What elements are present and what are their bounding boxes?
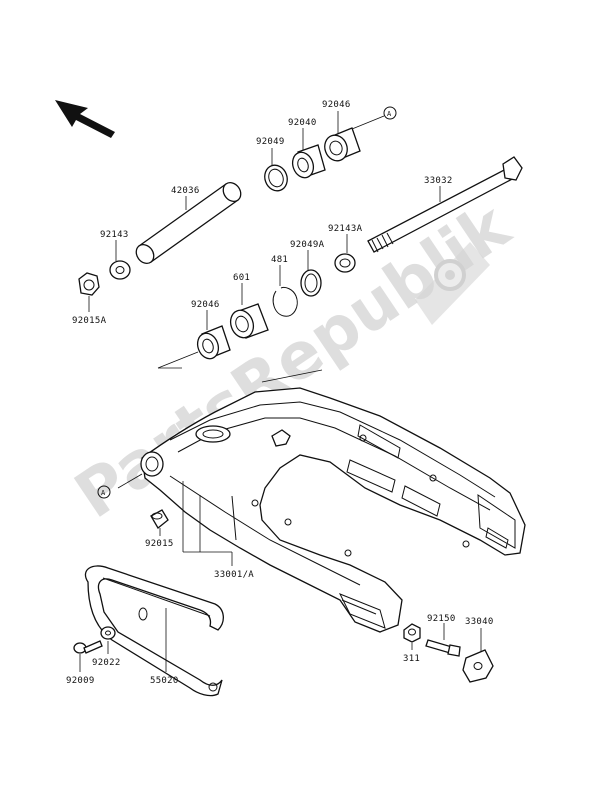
part-601-bearing [229, 303, 269, 339]
callout-92009: 92009 [66, 676, 95, 686]
callout-33040: 33040 [465, 617, 494, 627]
part-92049-ring [264, 164, 288, 192]
leader-lines [79, 111, 482, 672]
callout-481: 481 [271, 255, 288, 265]
part-311-nut [403, 623, 421, 643]
callout-92049a: 92049A [290, 240, 325, 250]
part-92040-bearing [291, 144, 326, 179]
callout-42036: 42036 [171, 186, 200, 196]
callout-92150: 92150 [427, 614, 456, 624]
watermark-gear-icon [415, 242, 490, 325]
ref-a-top: A [387, 110, 392, 118]
callout-92040: 92040 [288, 118, 317, 128]
callout-92015a: 92015A [72, 316, 107, 326]
part-92022-washer [100, 626, 116, 640]
callout-92015: 92015 [145, 539, 174, 549]
callout-33032: 33032 [424, 176, 453, 186]
part-92046-top-bearing [324, 127, 361, 162]
callout-33001a: 33001/A [214, 570, 254, 580]
callout-labels: 92046 92040 92049 42036 33032 92143 9214… [66, 100, 494, 686]
ref-a-left: A [101, 489, 106, 497]
part-92049a-ring [300, 269, 322, 297]
callout-601: 601 [233, 273, 250, 283]
part-92143a-collar [334, 253, 356, 273]
part-33040-adjuster [462, 649, 494, 683]
part-92015a-nut [78, 272, 100, 296]
part-92009-screw [73, 640, 103, 654]
callout-92143a: 92143A [328, 224, 363, 234]
callout-92046-top: 92046 [322, 100, 351, 110]
part-33001-swingarm [140, 387, 526, 633]
assembly-axis-lines [97, 106, 397, 499]
callout-92049: 92049 [256, 137, 285, 147]
callout-55020: 55020 [150, 676, 179, 686]
part-92143-washer [109, 260, 131, 280]
callout-92022: 92022 [92, 658, 121, 668]
part-481-circlip [272, 286, 298, 317]
direction-arrow-icon [55, 100, 115, 138]
part-92150-bolt [425, 639, 461, 657]
part-33032-pivot-shaft [367, 156, 523, 253]
part-55020-chain-guard [84, 565, 224, 697]
part-92046-low-bearing [196, 325, 231, 360]
part-92015-grease-nipple [150, 509, 169, 529]
part-42036-sleeve [135, 181, 242, 265]
callout-92143: 92143 [100, 230, 129, 240]
callout-311: 311 [403, 654, 420, 664]
callout-92046-low: 92046 [191, 300, 220, 310]
